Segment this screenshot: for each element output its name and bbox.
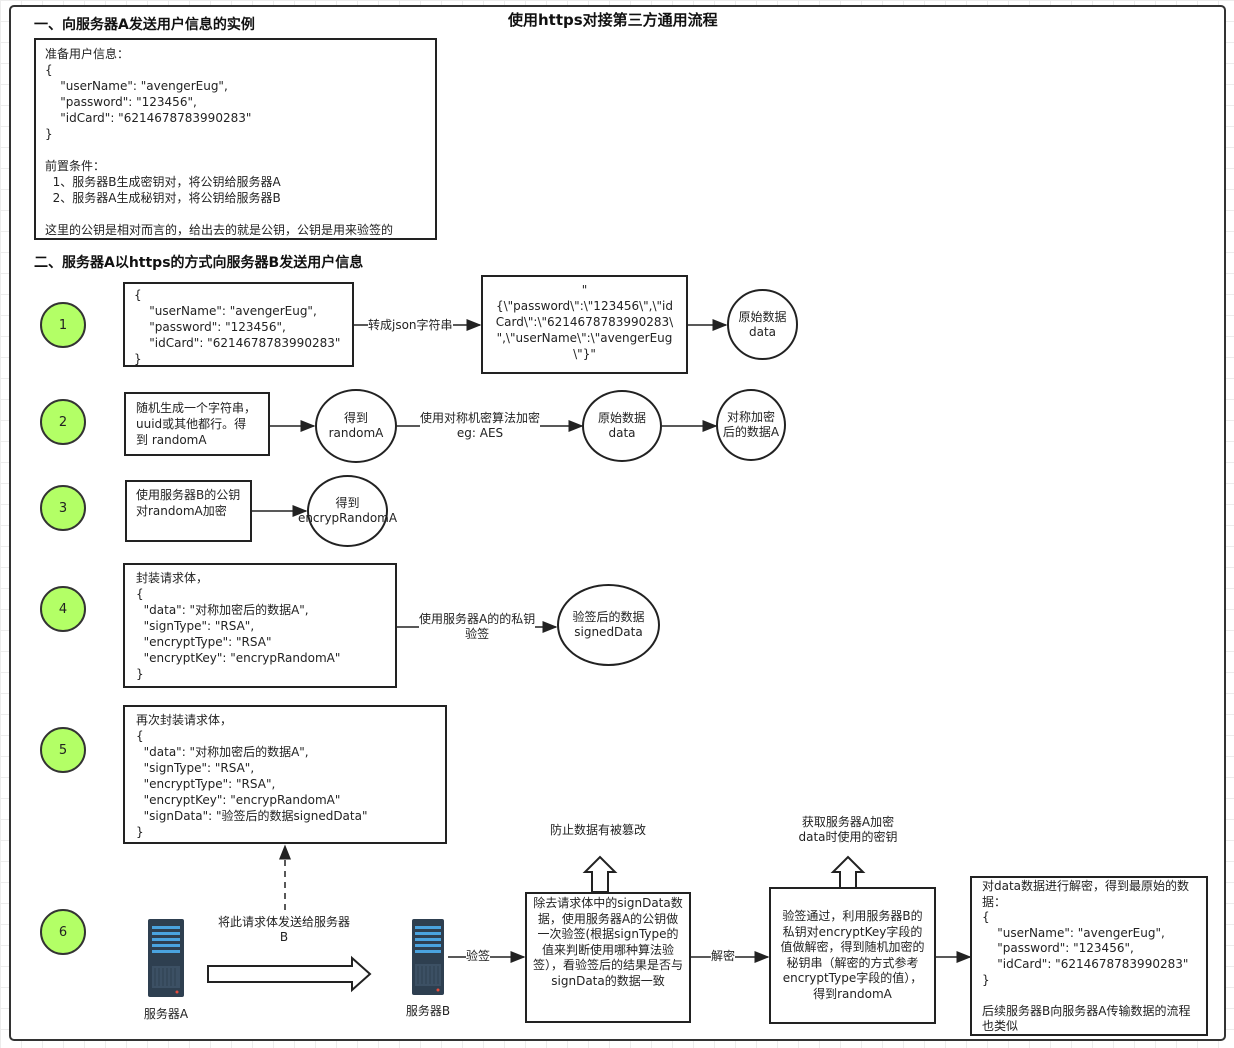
encrypRandomA-circle: 得到encrypRandomA xyxy=(298,475,397,547)
server-A-label: 服务器A xyxy=(143,1007,189,1021)
step-1-badge: 1 xyxy=(40,302,86,348)
raw-data-circle-1: 原始数据data xyxy=(727,289,798,360)
step-4-badge: 4 xyxy=(40,586,86,632)
server-B-label: 服务器B xyxy=(405,1004,451,1018)
tamper-prevention-note: 防止数据有被篡改 xyxy=(549,823,646,837)
final-decrypt-box: 对data数据进行解密，得到最原始的数据： { "userName": "ave… xyxy=(970,876,1208,1036)
user-info-box: 准备用户信息： { "userName": "avengerEug", "pas… xyxy=(34,38,437,240)
decrypt-arrow-label: 解密 xyxy=(711,949,736,964)
aes-label: 使用对称机密算法加密 eg: AES xyxy=(420,411,541,441)
randomA-circle: 得到randomA xyxy=(315,389,397,463)
section2-heading: 二、服务器A以https的方式向服务器B发送用户信息 xyxy=(34,255,364,271)
sign-label: 使用服务器A的的私钥 验签 xyxy=(419,612,536,642)
server-B-icon xyxy=(411,918,445,996)
step-3-badge: 3 xyxy=(40,485,86,531)
verify-signature-box: 除去请求体中的signData数据，使用服务器A的公钥做一次验签(根据signT… xyxy=(525,892,691,1023)
random-string-box: 随机生成一个字符串，uuid或其他都行。得到 randomA xyxy=(124,392,270,456)
user-json-box: { "userName": "avengerEug", "password": … xyxy=(123,282,354,367)
encrypt-randomA-box: 使用服务器B的公钥对randomA加密 xyxy=(125,480,252,542)
up-arrow-verify xyxy=(582,855,618,893)
step-5-badge: 5 xyxy=(40,727,86,773)
diagram-title: 使用https对接第三方通用流程 xyxy=(508,11,718,29)
step-2-badge: 2 xyxy=(40,399,86,445)
signedData-circle: 验签后的数据 signedData xyxy=(557,584,660,666)
encrypted-data-A-circle: 对称加密后的数据A xyxy=(716,389,786,461)
decrypt-key-box: 验签通过，利用服务器B的私钥对encryptKey字段的值做解密，得到随机加密的… xyxy=(769,887,936,1024)
request-body-box: 封装请求体， { "data": "对称加密后的数据A", "signType"… xyxy=(123,563,397,688)
step-6-badge: 6 xyxy=(40,909,86,955)
key-acquire-note: 获取服务器A加密 data时使用的密钥 xyxy=(798,815,898,844)
to-json-string-label: 转成json字符串 xyxy=(368,318,453,333)
section1-heading: 一、向服务器A发送用户信息的实例 xyxy=(34,17,255,33)
raw-data-circle-2: 原始数据data xyxy=(582,390,662,462)
json-string-box: " {\"password\":\"123456\",\"id Card\":\… xyxy=(481,275,688,374)
verify-arrow-label: 验签 xyxy=(466,949,491,964)
server-A-icon xyxy=(147,918,185,998)
big-send-arrow xyxy=(207,955,372,993)
request-body-signed-box: 再次封装请求体， { "data": "对称加密后的数据A", "signTyp… xyxy=(123,705,447,844)
send-to-serverB-label: 将此请求体发送给服务器B xyxy=(218,915,351,944)
